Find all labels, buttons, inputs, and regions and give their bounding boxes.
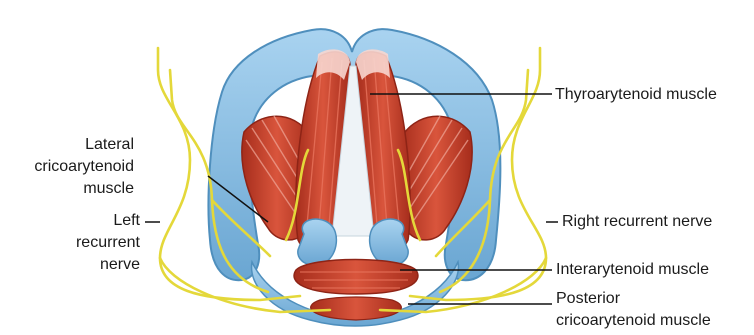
label-lateral-cricoarytenoid-muscle: Lateral cricoarytenoid muscle: [6, 134, 134, 200]
label-left-nerve-line2: recurrent: [40, 232, 140, 254]
label-thyroarytenoid-text: Thyroarytenoid muscle: [555, 84, 717, 106]
label-interarytenoid-muscle: Interarytenoid muscle: [556, 259, 709, 281]
label-right-recurrent-nerve: Right recurrent nerve: [562, 211, 712, 233]
label-lateral-line3: muscle: [6, 178, 134, 200]
label-lateral-line1: Lateral: [6, 134, 134, 156]
label-interarytenoid-text: Interarytenoid muscle: [556, 259, 709, 281]
label-left-nerve-line1: Left: [40, 210, 140, 232]
label-thyroarytenoid-muscle: Thyroarytenoid muscle: [555, 84, 717, 106]
arytenoid-cartilage-left: [298, 219, 337, 265]
label-left-recurrent-nerve: Left recurrent nerve: [40, 210, 140, 276]
label-lateral-line2: cricoarytenoid: [6, 156, 134, 178]
label-right-nerve-text: Right recurrent nerve: [562, 211, 712, 233]
label-posterior-line1: Posterior: [556, 288, 711, 310]
label-posterior-line2: cricoarytenoid muscle: [556, 310, 711, 332]
label-posterior-cricoarytenoid-muscle: Posterior cricoarytenoid muscle: [556, 288, 711, 332]
posterior-cricoarytenoid-muscle: [311, 297, 402, 320]
interarytenoid-muscle: [294, 260, 418, 295]
label-left-nerve-line3: nerve: [40, 254, 140, 276]
arytenoid-cartilage-right: [370, 219, 409, 265]
